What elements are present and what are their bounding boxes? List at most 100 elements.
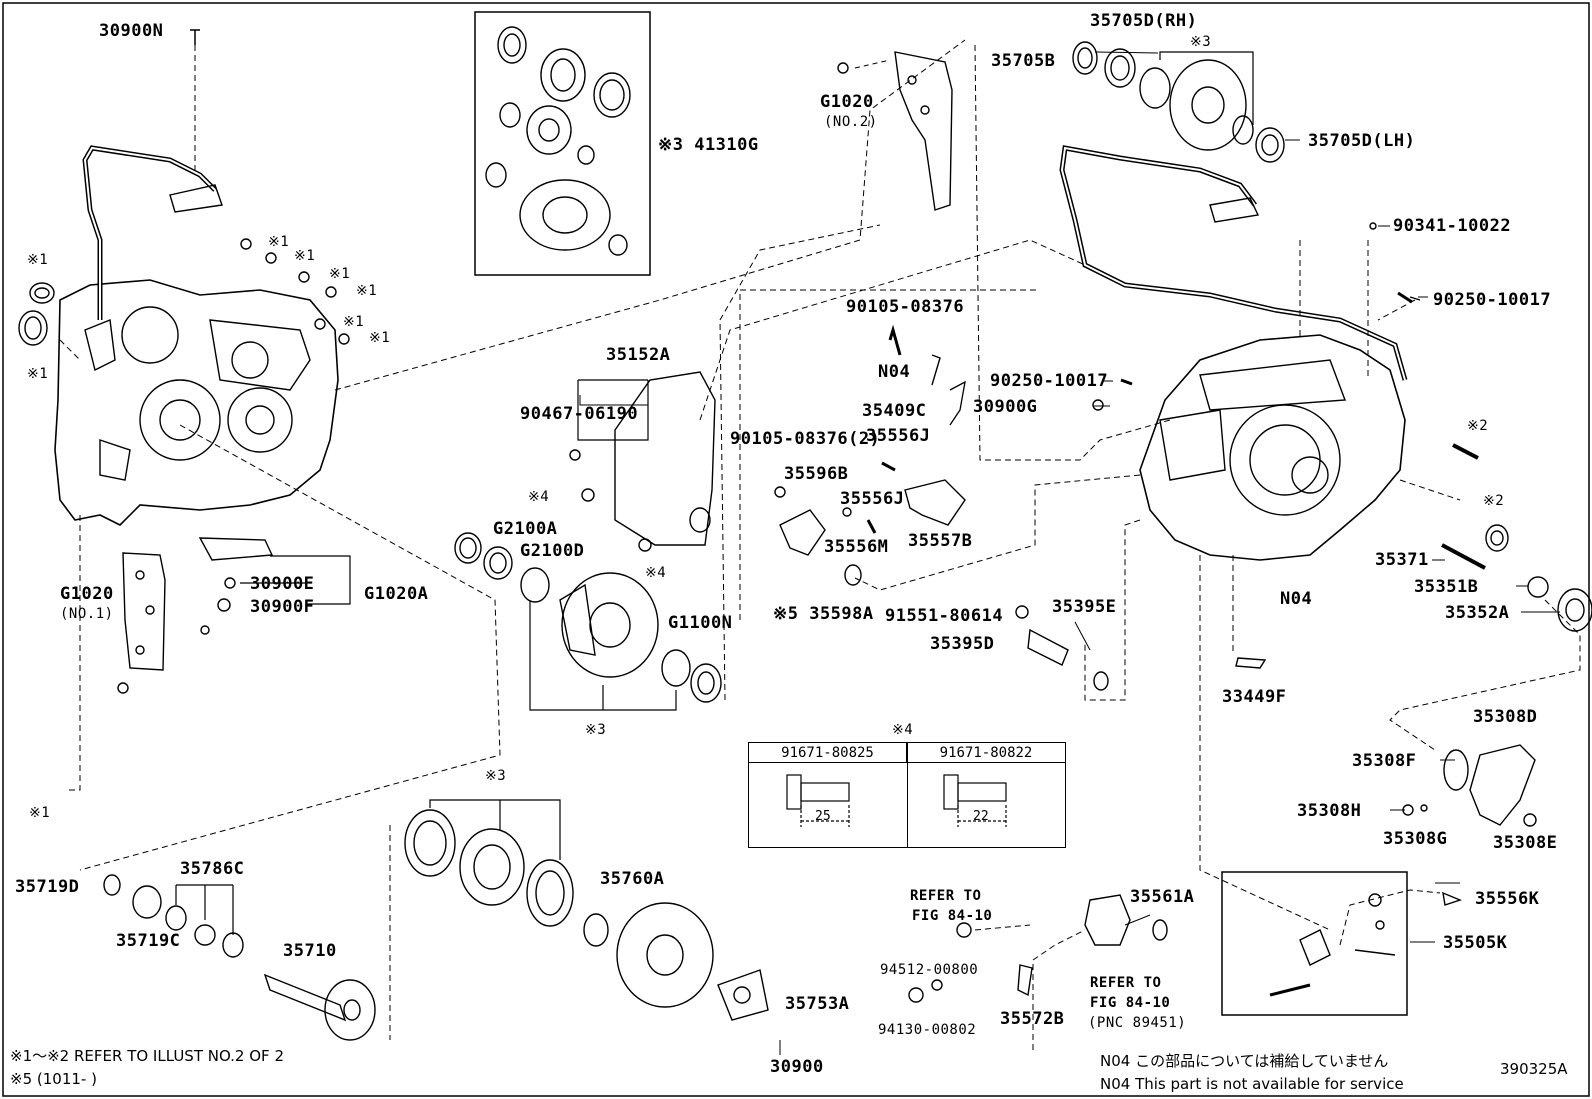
- linkage-box: [1221, 871, 1463, 1016]
- refer-note: (PNC 89451): [1088, 1015, 1187, 1031]
- part-label: 90341-10022: [1393, 216, 1512, 236]
- ref-mark: ※4: [645, 565, 667, 581]
- refer-note: REFER TO: [910, 888, 982, 904]
- transaxle-housing-left: [54, 145, 339, 526]
- ref-mark: ※1: [27, 366, 49, 382]
- part-label: 35351B: [1414, 577, 1479, 597]
- output-shaft-parts: [103, 874, 376, 1041]
- bolt-length: 25: [815, 809, 831, 824]
- part-label: G1020A: [364, 584, 429, 604]
- ref-mark: ※1: [294, 248, 316, 264]
- part-label: 35308F: [1352, 751, 1417, 771]
- part-label: 30900G: [973, 397, 1038, 417]
- part-label: 35557B: [908, 531, 973, 551]
- footnote: ※1～※2 REFER TO ILLUST NO.2 OF 2: [10, 1047, 284, 1065]
- part-label: 35561A: [1130, 887, 1195, 907]
- part-label: 35753A: [785, 994, 850, 1014]
- part-label: 30900N: [99, 21, 164, 41]
- case-cover-35152a: [569, 371, 716, 552]
- part-label: ※5 35598A: [773, 604, 874, 624]
- part-label: 91551-80614: [885, 606, 1004, 626]
- speed-sensor-parts: [908, 894, 1168, 1003]
- part-label: 35786C: [180, 859, 245, 879]
- transaxle-housing-right: [1059, 145, 1408, 561]
- bolt-illustrations: [786, 774, 1007, 827]
- refer-note: FIG 84-10: [1090, 995, 1171, 1011]
- part-label: 35710: [283, 941, 337, 961]
- ref-mark: ※1: [343, 314, 365, 330]
- part-label: G1020: [60, 584, 114, 604]
- bolt-length-table: 91671-80825 91671-80822 25 22: [748, 742, 1066, 848]
- assembly-label: 30900: [770, 1057, 824, 1077]
- part-label: 35152A: [606, 345, 671, 365]
- part-label: 35760A: [600, 869, 665, 889]
- part-label: G1100N: [668, 613, 733, 633]
- part-note: (NO.2): [824, 114, 878, 130]
- ref-mark: ※1: [329, 266, 351, 282]
- part-label: 35395E: [1052, 597, 1117, 617]
- part-label: 35556J: [840, 489, 905, 509]
- part-label: 35596B: [784, 464, 849, 484]
- footnote-n04-jp: N04 この部品については補給していません: [1100, 1052, 1389, 1070]
- g1020a-bracket: [198, 537, 351, 612]
- ref-mark: ※4: [892, 722, 914, 738]
- counter-gear-parts: [404, 799, 769, 1021]
- part-label: 35556J: [866, 426, 931, 446]
- right-small-parts: [1092, 222, 1592, 669]
- part-label: 35705B: [991, 51, 1056, 71]
- refer-note: FIG 84-10: [912, 908, 993, 924]
- illustration-id: 390325A: [1500, 1060, 1568, 1078]
- part-label: 90250-10017: [990, 371, 1109, 391]
- ref-mark: ※1: [27, 252, 49, 268]
- part-label: 90250-10017: [1433, 290, 1552, 310]
- bolts-group-1: [240, 238, 350, 345]
- ref-mark: ※3: [585, 722, 607, 738]
- part-label: 35308E: [1493, 833, 1558, 853]
- ref-mark: ※2: [1483, 493, 1505, 509]
- part-label: 35719C: [116, 931, 181, 951]
- part-label: 30900F: [250, 597, 315, 617]
- ref-mark: ※1: [369, 330, 391, 346]
- part-label: 35556K: [1475, 889, 1540, 909]
- ref-mark: ※3: [485, 768, 507, 784]
- part-label: 90467-06190: [520, 404, 639, 424]
- part-label: 35705D(LH): [1308, 131, 1416, 151]
- part-label: 35371: [1375, 550, 1429, 570]
- seals-g2100: [454, 532, 513, 580]
- g1020-no2-bracket: [837, 51, 953, 211]
- part-label: N04: [1280, 589, 1313, 609]
- part-label: 35719D: [15, 877, 80, 897]
- shift-linkage-parts: [774, 324, 1109, 691]
- part-label: 30900E: [250, 574, 315, 594]
- part-label: G2100D: [520, 541, 585, 561]
- part-label: 94130-00802: [878, 1022, 977, 1038]
- differential-assy: [520, 567, 722, 711]
- part-label: 35705D(RH): [1090, 11, 1198, 31]
- bearing-set-right: [1072, 41, 1285, 163]
- diff-kit-box: [474, 11, 651, 276]
- bolt-length: 22: [973, 809, 989, 824]
- part-label: N04: [878, 362, 911, 382]
- part-label: 35308G: [1383, 829, 1448, 849]
- ref-mark: ※2: [1467, 418, 1489, 434]
- part-note: (NO.1): [60, 606, 114, 622]
- ref-mark: ※1: [29, 805, 51, 821]
- part-label: 35556M: [824, 537, 889, 557]
- footnote-n04-en: N04 This part is not available for servi…: [1100, 1075, 1404, 1093]
- part-label: 90105-08376: [846, 297, 965, 317]
- part-label: 94512-00800: [880, 962, 979, 978]
- part-label: 35308H: [1297, 801, 1362, 821]
- part-label: 35572B: [1000, 1009, 1065, 1029]
- table-divider: [907, 743, 908, 847]
- dashed-leaders: [59, 39, 1581, 1050]
- part-label: 35395D: [930, 634, 995, 654]
- footnote: ※5 (1011- ): [10, 1070, 97, 1088]
- ref-mark: ※1: [356, 283, 378, 299]
- part-label: 90105-08376(2): [730, 429, 881, 449]
- ref-mark: ※4: [528, 489, 550, 505]
- refer-note: REFER TO: [1090, 975, 1162, 991]
- bolt-part-number: 91671-80825: [749, 743, 907, 763]
- part-label: 35409C: [862, 401, 927, 421]
- sensor-cover-parts: [1402, 744, 1537, 827]
- bolt-part-number: 91671-80822: [907, 743, 1065, 763]
